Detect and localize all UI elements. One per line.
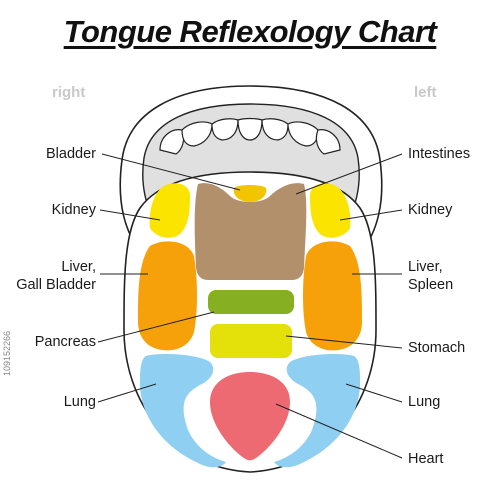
label-lung-left: Lung xyxy=(408,394,441,410)
label-kidney-right: Kidney xyxy=(51,202,96,218)
label-liver-gall-bladder-line2: Gall Bladder xyxy=(16,277,96,293)
zone-lung-left xyxy=(274,354,361,468)
zone-pancreas xyxy=(208,290,294,314)
stock-id: 109152266 xyxy=(2,330,12,376)
label-bladder: Bladder xyxy=(46,146,96,162)
label-liver-spleen: Liver, Spleen xyxy=(408,258,453,294)
side-label-left: left xyxy=(414,84,437,101)
teeth xyxy=(159,117,341,155)
zone-kidney-left xyxy=(310,183,351,238)
leader-lines xyxy=(97,153,403,459)
label-intestines: Intestines xyxy=(408,146,471,162)
zone-lung-right xyxy=(139,354,226,468)
label-liver-gall-bladder: Liver, Gall Bladder xyxy=(16,258,96,294)
label-liver-spleen-line1: Liver, xyxy=(408,259,443,275)
label-pancreas: Pancreas xyxy=(34,334,96,350)
side-label-right: right xyxy=(52,84,86,101)
label-heart: Heart xyxy=(408,451,444,467)
chart-title: Tongue Reflexology Chart xyxy=(63,14,437,49)
zone-liver-right xyxy=(138,241,197,351)
zone-kidney-right xyxy=(149,183,190,238)
zone-liver-left xyxy=(303,241,362,351)
zone-intestines xyxy=(194,183,307,280)
zone-heart xyxy=(210,372,290,461)
zone-bladder xyxy=(233,185,267,202)
label-liver-spleen-line2: Spleen xyxy=(408,277,454,293)
zone-stomach xyxy=(210,324,292,358)
label-lung-right: Lung xyxy=(63,394,96,410)
label-stomach: Stomach xyxy=(408,340,466,356)
label-liver-gall-bladder-line1: Liver, xyxy=(61,259,96,275)
label-kidney-left: Kidney xyxy=(408,202,453,218)
